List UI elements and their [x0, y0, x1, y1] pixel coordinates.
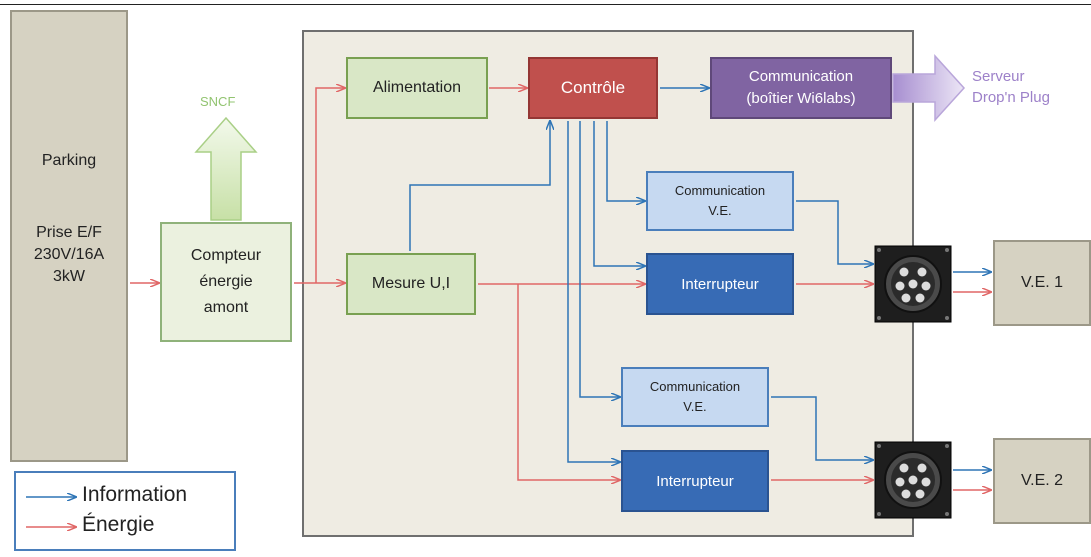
- communication-wi6labs-box: Communication (boîtier Wi6labs): [710, 57, 892, 119]
- mesure-box: Mesure U,I: [346, 253, 476, 315]
- legend-arrows-icon: [26, 473, 80, 549]
- communication-ve-1-box: Communication V.E.: [646, 171, 794, 231]
- interrupteur-1-box: Interrupteur: [646, 253, 794, 315]
- ve-1-box: V.E. 1: [993, 240, 1091, 326]
- legend-information-label: Information: [82, 483, 188, 506]
- alimentation-box: Alimentation: [346, 57, 488, 119]
- controle-box: Contrôle: [528, 57, 658, 119]
- compteur-energie-box: Compteur énergie amont: [160, 222, 292, 342]
- interrupteur-2-box: Interrupteur: [621, 450, 769, 512]
- legend-energie-label: Énergie: [82, 513, 155, 536]
- ve-2-box: V.E. 2: [993, 438, 1091, 524]
- legend: Information Énergie: [14, 471, 236, 551]
- sncf-arrow: [194, 116, 258, 221]
- charging-socket-2-icon: [874, 441, 952, 519]
- parking-box: Parking Prise E/F 230V/16A 3kW: [10, 10, 128, 462]
- server-arrow: [892, 54, 966, 122]
- top-border-line: [0, 4, 1091, 5]
- sncf-label: SNCF: [200, 94, 236, 109]
- parking-spec: Prise E/F 230V/16A 3kW: [33, 224, 105, 285]
- communication-ve-2-box: Communication V.E.: [621, 367, 769, 427]
- charging-socket-1-icon: [874, 245, 952, 323]
- serveur-dropnplug-label: Serveur Drop'n Plug: [972, 68, 1050, 106]
- parking-title: Parking: [41, 152, 97, 169]
